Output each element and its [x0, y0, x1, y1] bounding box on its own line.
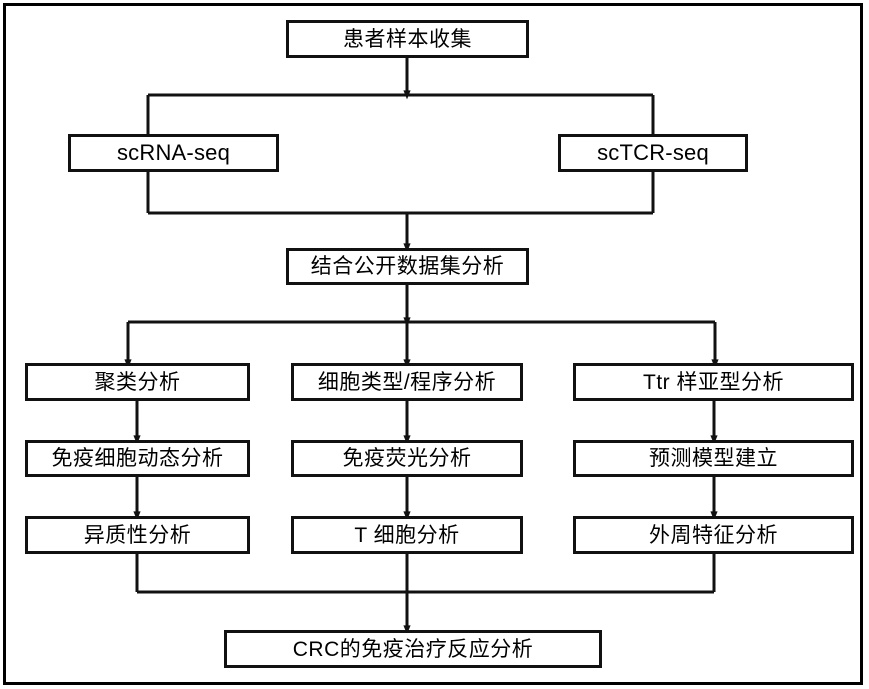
node-sample-collection-label: 患者样本收集: [343, 27, 472, 51]
node-cluster-analysis-label: 聚类分析: [94, 370, 181, 394]
node-crc-response[interactable]: CRC的免疫治疗反应分析: [224, 630, 602, 668]
node-immune-dynamics[interactable]: 免疫细胞动态分析: [25, 440, 250, 477]
node-celltype-program-label: 细胞类型/程序分析: [317, 370, 497, 394]
node-t-cell-label: T 细胞分析: [354, 523, 460, 547]
node-sctcr-seq-label: scTCR-seq: [597, 140, 709, 165]
node-sctcr-seq[interactable]: scTCR-seq: [558, 134, 748, 172]
node-t-cell[interactable]: T 细胞分析: [291, 516, 523, 554]
diagram-outer-border: [3, 3, 863, 685]
node-peripheral-feature-label: 外周特征分析: [649, 523, 778, 547]
node-immunofluorescence-label: 免疫荧光分析: [342, 447, 472, 470]
node-scrna-seq[interactable]: scRNA-seq: [68, 134, 279, 172]
node-cluster-analysis[interactable]: 聚类分析: [25, 363, 250, 401]
node-public-dataset-label: 结合公开数据集分析: [310, 255, 505, 278]
node-public-dataset[interactable]: 结合公开数据集分析: [286, 248, 529, 285]
node-peripheral-feature[interactable]: 外周特征分析: [573, 516, 854, 554]
node-sample-collection[interactable]: 患者样本收集: [286, 20, 529, 58]
node-immune-dynamics-label: 免疫细胞动态分析: [51, 447, 224, 470]
node-prediction-model-label: 预测模型建立: [649, 447, 778, 470]
node-immunofluorescence[interactable]: 免疫荧光分析: [291, 440, 523, 477]
node-ttr-subtype-label: Ttr 样亚型分析: [643, 370, 784, 394]
node-scrna-seq-label: scRNA-seq: [116, 140, 231, 165]
node-heterogeneity-label: 异质性分析: [83, 523, 192, 547]
node-heterogeneity[interactable]: 异质性分析: [25, 516, 250, 554]
node-prediction-model[interactable]: 预测模型建立: [573, 440, 854, 477]
node-ttr-subtype[interactable]: Ttr 样亚型分析: [573, 363, 854, 401]
node-celltype-program[interactable]: 细胞类型/程序分析: [291, 363, 523, 401]
node-crc-response-label: CRC的免疫治疗反应分析: [292, 637, 534, 661]
